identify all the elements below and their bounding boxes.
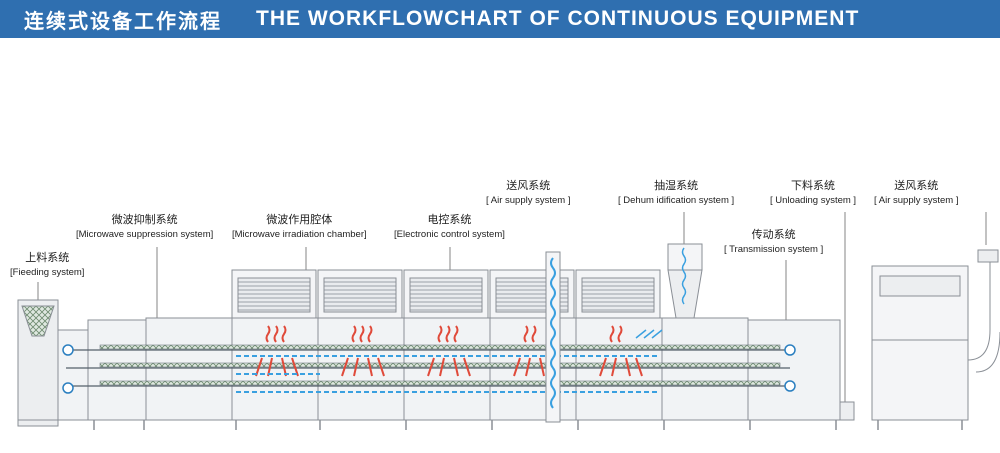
feeding-hopper	[17, 299, 59, 427]
air-supply-duct-1	[545, 251, 561, 423]
title-zh: 连续式设备工作流程	[24, 8, 222, 33]
title-en: THE WORKFLOWCHART OF CONTINUOUS EQUIPMEN…	[256, 7, 860, 30]
label-feeding: 上料系统[Fieeding system]	[10, 251, 85, 278]
air-flow	[236, 355, 660, 393]
label-dehum: 抽湿系统[ Dehum idification system ]	[618, 179, 735, 206]
label-transmission: 传动系统[ Transmission system ]	[724, 228, 824, 255]
label-suppression: 微波抑制系统[Microwave suppression system]	[76, 213, 214, 240]
product-trays	[99, 344, 781, 386]
air-supply-unit-2	[871, 249, 1000, 421]
label-electronic: 电控系统[Electronic control system]	[394, 213, 505, 240]
label-airsupply-1: 送风系统[ Air supply system ]	[486, 179, 571, 206]
conveyor-belts	[66, 349, 790, 387]
dehumidification-hood	[635, 243, 703, 339]
legs	[93, 420, 963, 430]
header-banner: 连续式设备工作流程 THE WORKFLOWCHART OF CONTINUOU…	[0, 0, 1000, 38]
rollers	[62, 344, 796, 394]
control-cabinets	[231, 269, 661, 319]
label-unloading: 下料系统[ Unloading system ]	[770, 179, 857, 206]
microwave-waves	[255, 325, 643, 377]
label-airsupply-2: 送风系统[ Air supply system ]	[874, 179, 959, 206]
unloading-chute	[839, 401, 855, 421]
label-irradiation: 微波作用腔体[Microwave irradiation chamber]	[232, 213, 367, 240]
